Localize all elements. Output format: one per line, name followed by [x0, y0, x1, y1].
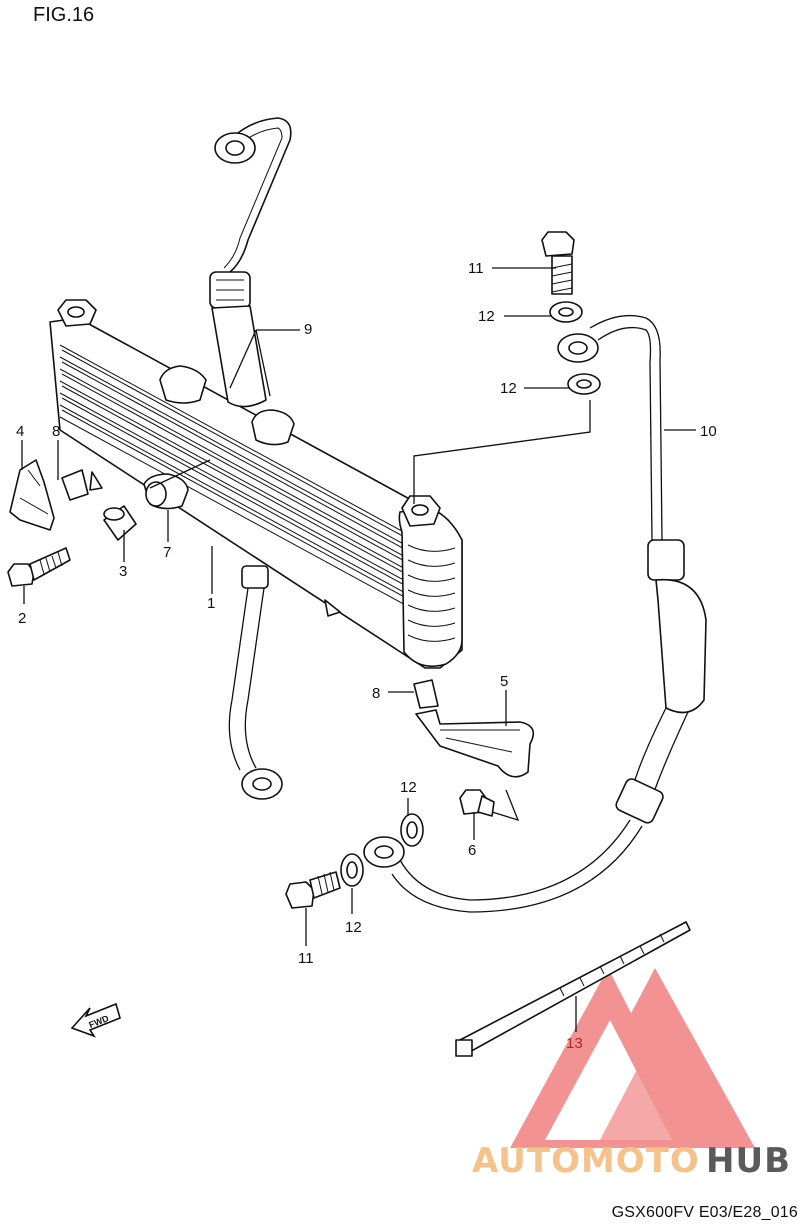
oil-hose-lower-ferrule-upper: [647, 539, 685, 581]
union-bolt-lower-head: [285, 881, 315, 909]
oil-cooler-fins: [59, 344, 456, 633]
oil-cooler-fitting-left-hole: [67, 306, 85, 318]
clip-8-b: [413, 679, 439, 709]
oil-pipe-lower-left: [228, 565, 283, 800]
callout-5: 5: [500, 673, 508, 690]
watermark-triangle-inner: [600, 1035, 712, 1140]
callout-10: 10: [700, 423, 717, 440]
callout-11-lower: 11: [298, 950, 314, 967]
clip-8-a: [61, 469, 89, 501]
figure-title: FIG.16: [33, 4, 95, 26]
union-bolt-lower: [285, 871, 341, 909]
callout-4: 4: [16, 423, 24, 440]
watermark-text: AUTOMOTO HUB: [472, 1141, 791, 1181]
callout-labels: 9 11 12 12 10 4 8 2 3 7 1 8 5 12 6 12 11…: [16, 260, 717, 1052]
union-bolt-upper: [541, 231, 575, 295]
bolt-2: [7, 547, 71, 587]
oil-hose-lower-rubber: [655, 578, 707, 714]
oil-hose-upper: [209, 117, 292, 408]
union-bolt-upper-head: [541, 231, 575, 257]
diagram-code: GSX600FV E03/E28_016: [611, 1204, 798, 1221]
callout-9: 9: [304, 321, 312, 338]
oil-cooler-end-tank: [398, 507, 463, 668]
callout-11-upper: 11: [468, 260, 484, 277]
watermark-text-primary: AUTOMOTO: [472, 1141, 700, 1181]
callout-12-b: 12: [500, 380, 517, 397]
callout-8-b: 8: [372, 685, 380, 702]
oil-cooler-tab-mid: [324, 599, 341, 617]
callout-7: 7: [163, 544, 171, 561]
union-bolt-lower-shank: [309, 871, 341, 899]
oil-pipe-lower-left-fitting: [241, 565, 269, 589]
callout-13: 13: [566, 1035, 583, 1052]
oil-hose-upper-rubber: [211, 305, 267, 408]
callout-8-a: 8: [52, 423, 60, 440]
oil-cooler-grommet-boss-lower: [251, 409, 295, 446]
callout-12-c: 12: [400, 779, 417, 796]
cable-tie: [455, 921, 691, 1057]
watermark-text-secondary: HUB: [706, 1141, 791, 1181]
bracket-4: [9, 459, 55, 531]
callout-3: 3: [119, 563, 127, 580]
bracket-5: [415, 709, 535, 778]
oil-cooler-grommet-boss-upper: [159, 365, 207, 404]
callout-12-d: 12: [345, 919, 362, 936]
leader-lines: [21, 267, 696, 1032]
fwd-arrow-icon: FWD: [70, 1002, 121, 1038]
bolt-6-shank: [477, 795, 495, 817]
oil-hose-lower-right: [363, 314, 707, 913]
oil-cooler-fitting-right-hole: [411, 504, 429, 516]
callout-6: 6: [468, 842, 476, 859]
callout-1: 1: [207, 595, 215, 612]
oil-hose-upper-banjo-hole: [225, 140, 245, 156]
callout-12-a: 12: [478, 308, 495, 325]
callout-2: 2: [18, 610, 26, 627]
oil-cooler: [49, 299, 463, 669]
cable-tie-head: [455, 1039, 473, 1057]
oil-cooler-tab-left: [89, 471, 103, 491]
bolt-2-shank: [29, 547, 71, 581]
oil-hose-lower-ferrule-lower: [615, 778, 664, 824]
watermark-logo: [510, 968, 755, 1148]
oil-hose-lower-pipe-a: [589, 314, 663, 541]
